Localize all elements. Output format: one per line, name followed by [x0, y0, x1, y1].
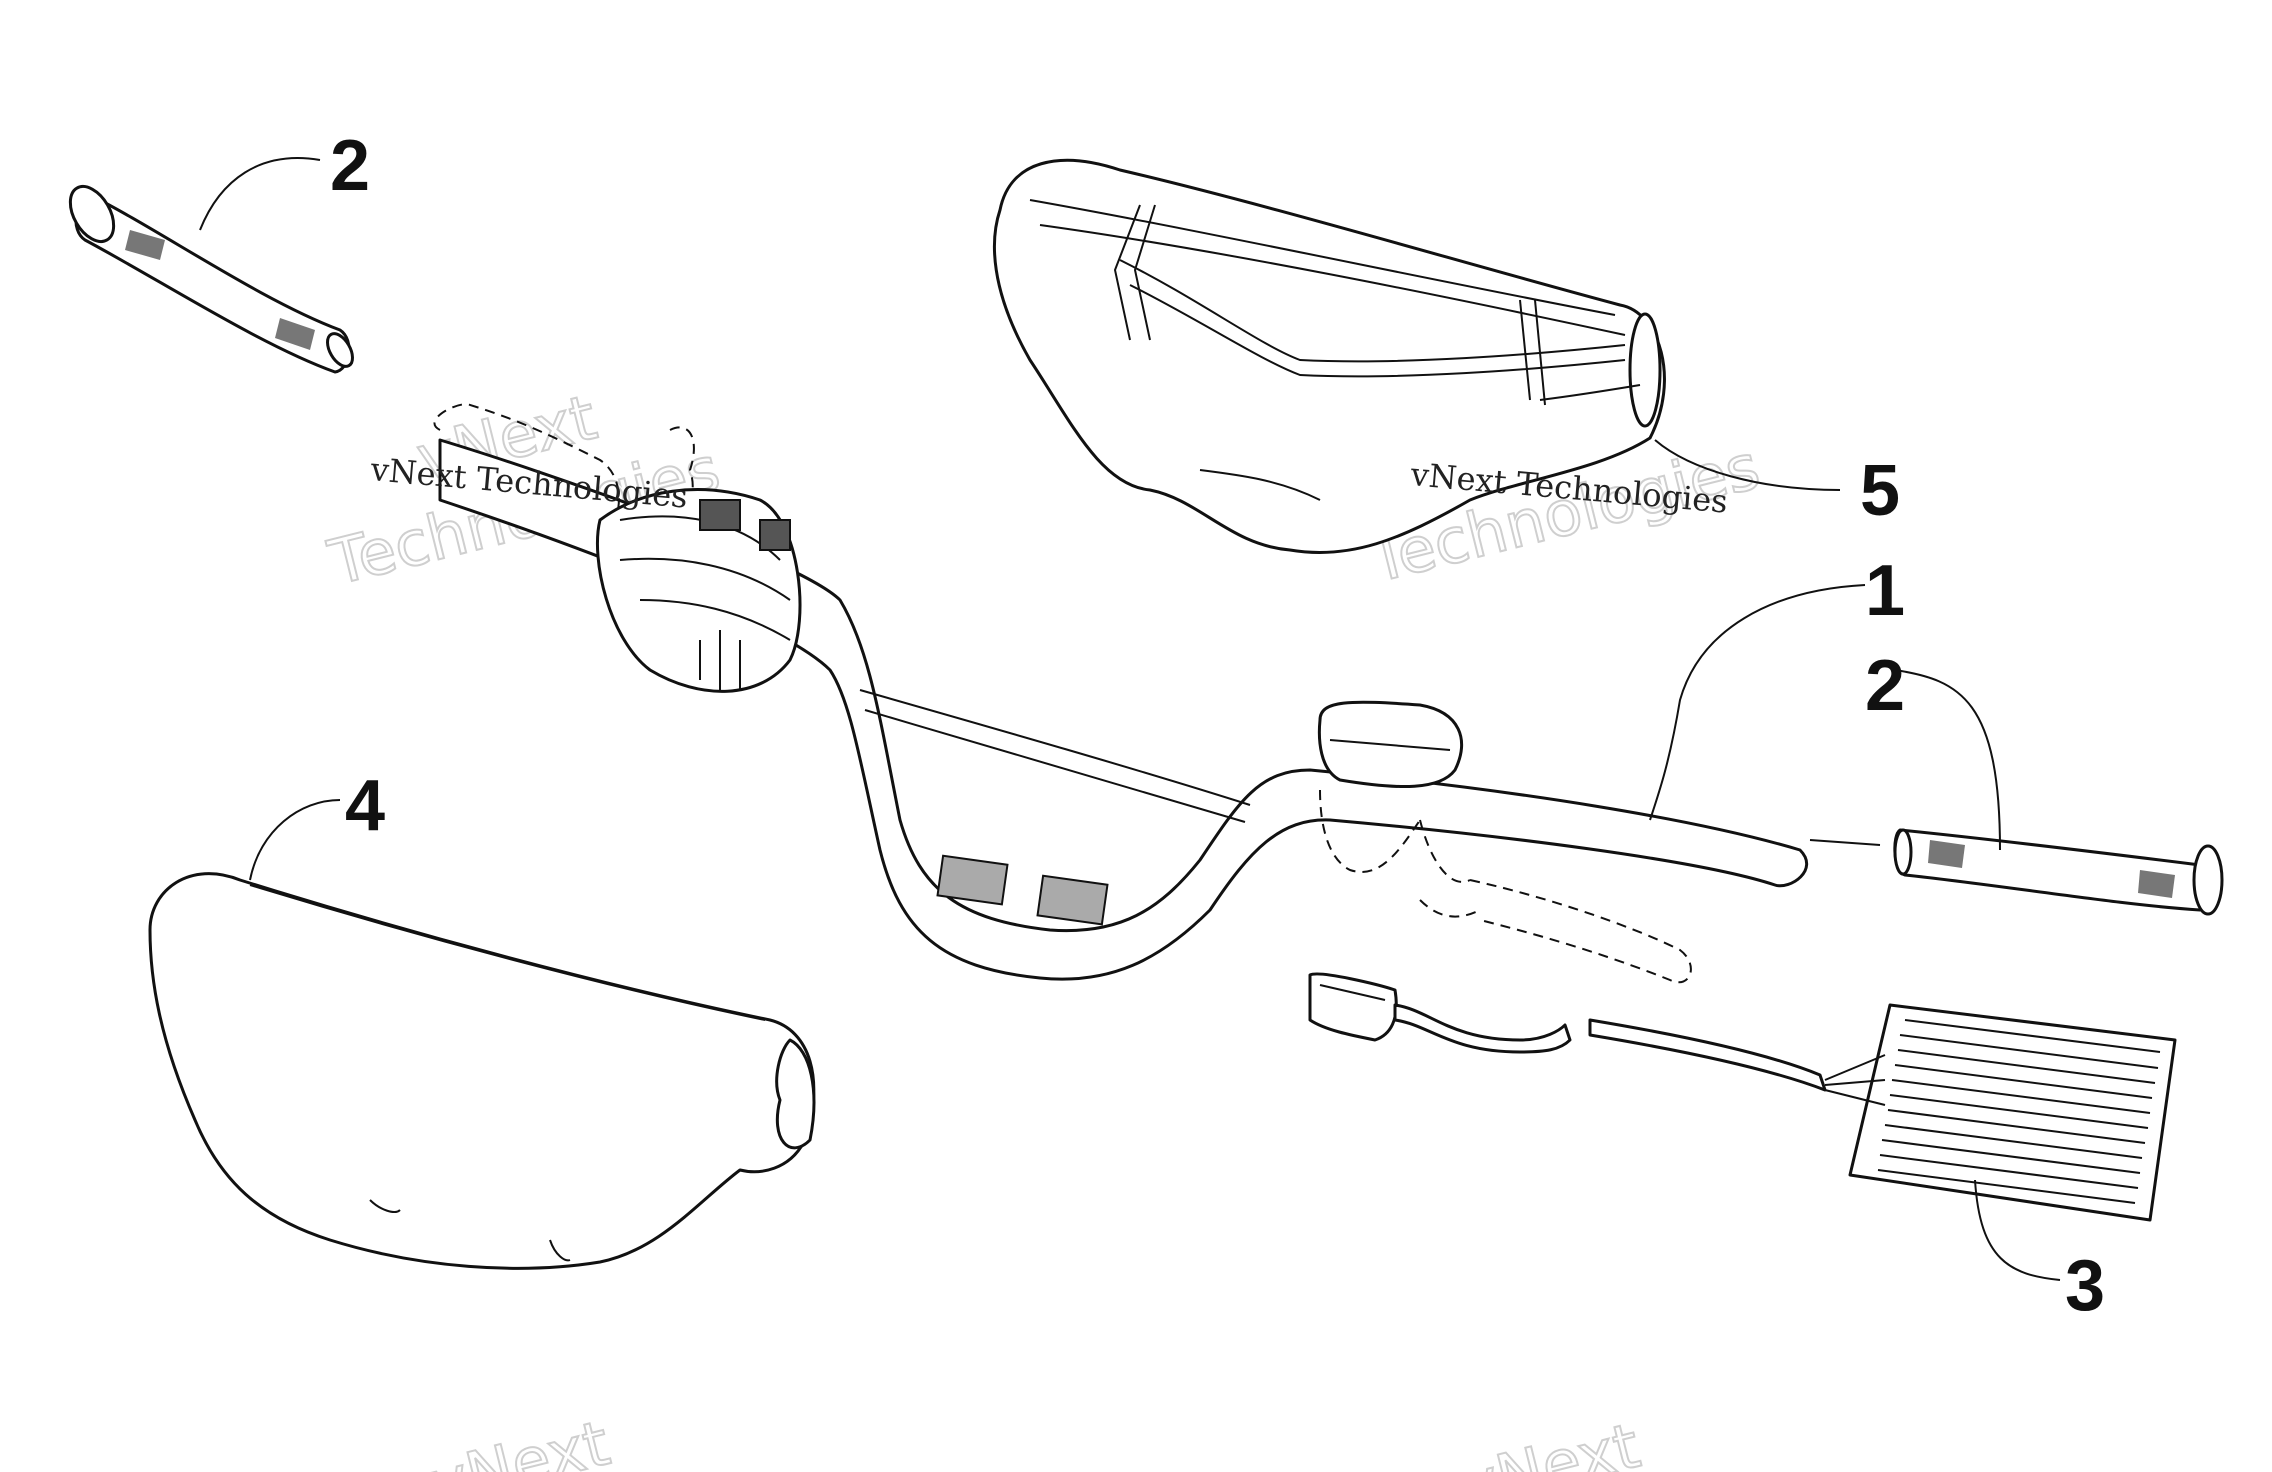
svg-text:vNext: vNext — [1453, 1409, 1646, 1472]
callout-hand-guard-left: 4 — [345, 766, 385, 846]
callout-labels: 2 5 1 2 4 3 — [330, 126, 2105, 1326]
grip-left — [68, 185, 354, 374]
callout-handlebar: 1 — [1865, 551, 1905, 631]
throttle-housing — [433, 403, 802, 693]
hand-guard-right — [992, 158, 1666, 554]
hand-guard-left — [148, 872, 816, 1270]
grip-right — [1893, 828, 2224, 916]
svg-text:vNext: vNext — [423, 1406, 616, 1472]
heater-element — [1308, 972, 2177, 1222]
brake-assembly — [1317, 700, 1692, 984]
callout-hand-guard-right: 5 — [1860, 451, 1900, 531]
watermark-bottom-left: vNext — [422, 1405, 617, 1472]
watermark-bottom-right: vNext — [1452, 1408, 1647, 1472]
callout-grip-left: 2 — [330, 126, 370, 206]
callout-heater-element: 3 — [2065, 1246, 2105, 1326]
callout-grip-right: 2 — [1865, 646, 1905, 726]
leader-lines — [199, 157, 2061, 1281]
